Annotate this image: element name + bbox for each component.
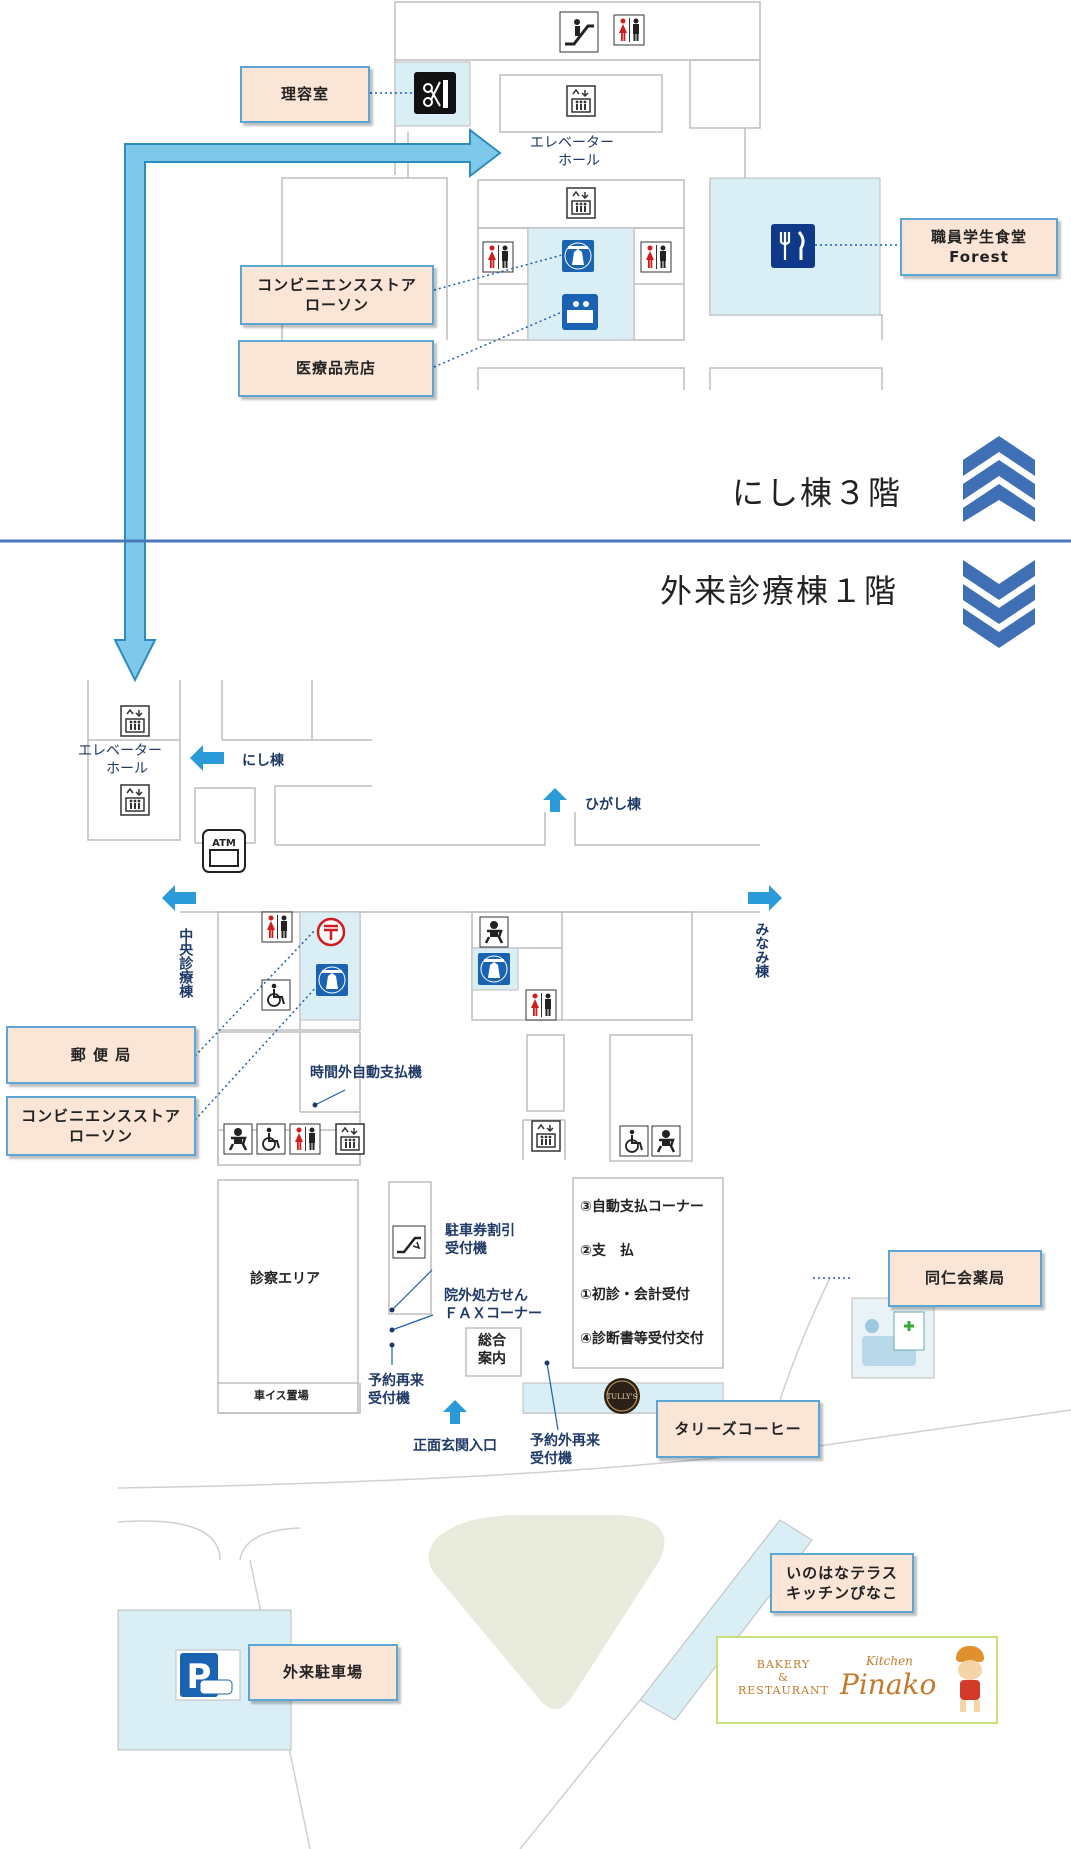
tullys-callout[interactable]: タリーズコーヒー <box>656 1400 820 1458</box>
post-icon <box>316 917 346 947</box>
pinako-callout[interactable]: いのはなテラス キッチンぴなこ <box>770 1553 914 1613</box>
restroom-icon <box>289 1123 321 1155</box>
markers <box>312 1102 550 1366</box>
restroom-icon <box>482 241 514 273</box>
reservation-kiosk-label: 予約再来 受付機 <box>368 1373 424 1408</box>
route-arrow <box>113 127 502 683</box>
marker-lines <box>314 1089 559 1431</box>
baby-icon <box>222 1122 254 1156</box>
fax-corner-label: 院外処方せん ＦＡＸコーナー <box>444 1288 542 1323</box>
pinako-text: Pinako <box>840 1668 937 1701</box>
kitchen-text: Kitchen <box>866 1654 913 1668</box>
elevator-icon <box>120 784 150 816</box>
parking-callout[interactable]: 外来駐車場 <box>248 1644 398 1701</box>
restroom-icon <box>640 241 672 273</box>
chuo-label: 中央診療棟 <box>177 928 194 998</box>
lawson-icon <box>477 952 511 986</box>
elevator-icon <box>566 187 596 219</box>
bakery-text: BAKERY & RESTAURANT <box>738 1658 829 1698</box>
restroom-icon <box>261 911 293 943</box>
lawson-icon <box>561 239 595 273</box>
arrow-left-chuo <box>162 885 196 911</box>
green-island <box>428 1515 665 1709</box>
doujinkai-callout[interactable]: 同仁会薬局 <box>888 1250 1042 1307</box>
escalator-up-icon <box>392 1225 426 1259</box>
lawson-icon <box>315 963 349 997</box>
counter-3-label: ③自動支払コーナー <box>580 1199 704 1215</box>
elevator-icon <box>566 85 596 117</box>
higashi-label: ひがし棟 <box>585 797 641 813</box>
elevator-icon <box>120 705 150 737</box>
wheelchair-icon <box>619 1125 649 1157</box>
lawson-bottom-callout[interactable]: コンビニエンスストア ローソン <box>6 1096 196 1156</box>
arrow-up-higashi <box>543 788 567 812</box>
barber-icon <box>414 72 456 114</box>
lawson-top-callout[interactable]: コンビニエンスストア ローソン <box>240 265 434 325</box>
arrow-right-minami <box>748 885 782 911</box>
atm-icon: ATM <box>202 829 246 873</box>
elevator-icon <box>335 1123 365 1155</box>
wheelchair-icon <box>256 1123 286 1155</box>
pharmacy-photo <box>851 1297 935 1379</box>
store-icon <box>562 294 598 330</box>
elevator-hall-label-bottom: エレベーター ホール <box>78 743 162 778</box>
atm-after-hours-label: 時間外自動支払機 <box>310 1065 422 1081</box>
arrow-left-nishi <box>190 745 224 771</box>
baby-icon <box>478 915 510 949</box>
cafeteria-callout[interactable]: 職員学生食堂 Forest <box>900 218 1058 276</box>
wheelchair-area-label: 車イス置場 <box>254 1389 309 1402</box>
counter-1-label: ①初診・会計受付 <box>580 1287 690 1303</box>
restaurant-icon <box>771 224 815 268</box>
barber-callout[interactable]: 理容室 <box>240 66 370 123</box>
arrow-up-entrance <box>443 1400 467 1424</box>
pharmacy-store-callout[interactable]: 医療品売店 <box>238 340 434 397</box>
counter-4-label: ④診断書等受付交付 <box>580 1331 704 1347</box>
elevator-icon <box>531 1120 561 1152</box>
pinako-logo-box[interactable]: BAKERY & RESTAURANT Kitchen Pinako <box>716 1636 998 1724</box>
terrace-strip <box>639 1519 813 1721</box>
escalator-icon <box>559 11 599 53</box>
minami-label: みなみ棟 <box>753 922 770 978</box>
parking-icon: P <box>175 1649 241 1701</box>
tullys-logo-text: TULLY'S <box>607 1393 638 1401</box>
wheelchair-icon <box>261 979 291 1011</box>
down-chevrons <box>963 560 1035 648</box>
upper-floor-title: にし棟３階 <box>732 474 903 512</box>
parking-discount-label: 駐車券割引 受付機 <box>445 1223 515 1258</box>
pinako-mascot <box>950 1646 990 1716</box>
tullys-icon: TULLY'S <box>604 1378 640 1414</box>
restroom-icon <box>613 14 645 46</box>
elevator-hall-label-top: エレベーター ホール <box>530 135 614 170</box>
counter-2-label: ②支 払 <box>580 1243 634 1259</box>
nishi-label: にし棟 <box>242 753 284 769</box>
restroom-icon <box>525 989 557 1021</box>
main-entrance-label: 正面玄関入口 <box>413 1438 497 1454</box>
info-desk-label: 総合 案内 <box>478 1333 506 1368</box>
lower-floor-title: 外来診療棟１階 <box>660 572 899 610</box>
baby-icon <box>650 1124 682 1158</box>
atm-text: ATM <box>212 838 236 849</box>
post-office-callout[interactable]: 郵 便 局 <box>6 1026 196 1084</box>
unscheduled-kiosk-label: 予約外再来 受付機 <box>530 1433 600 1468</box>
up-chevrons <box>963 436 1035 522</box>
exam-area-label: 診察エリア <box>250 1271 320 1287</box>
